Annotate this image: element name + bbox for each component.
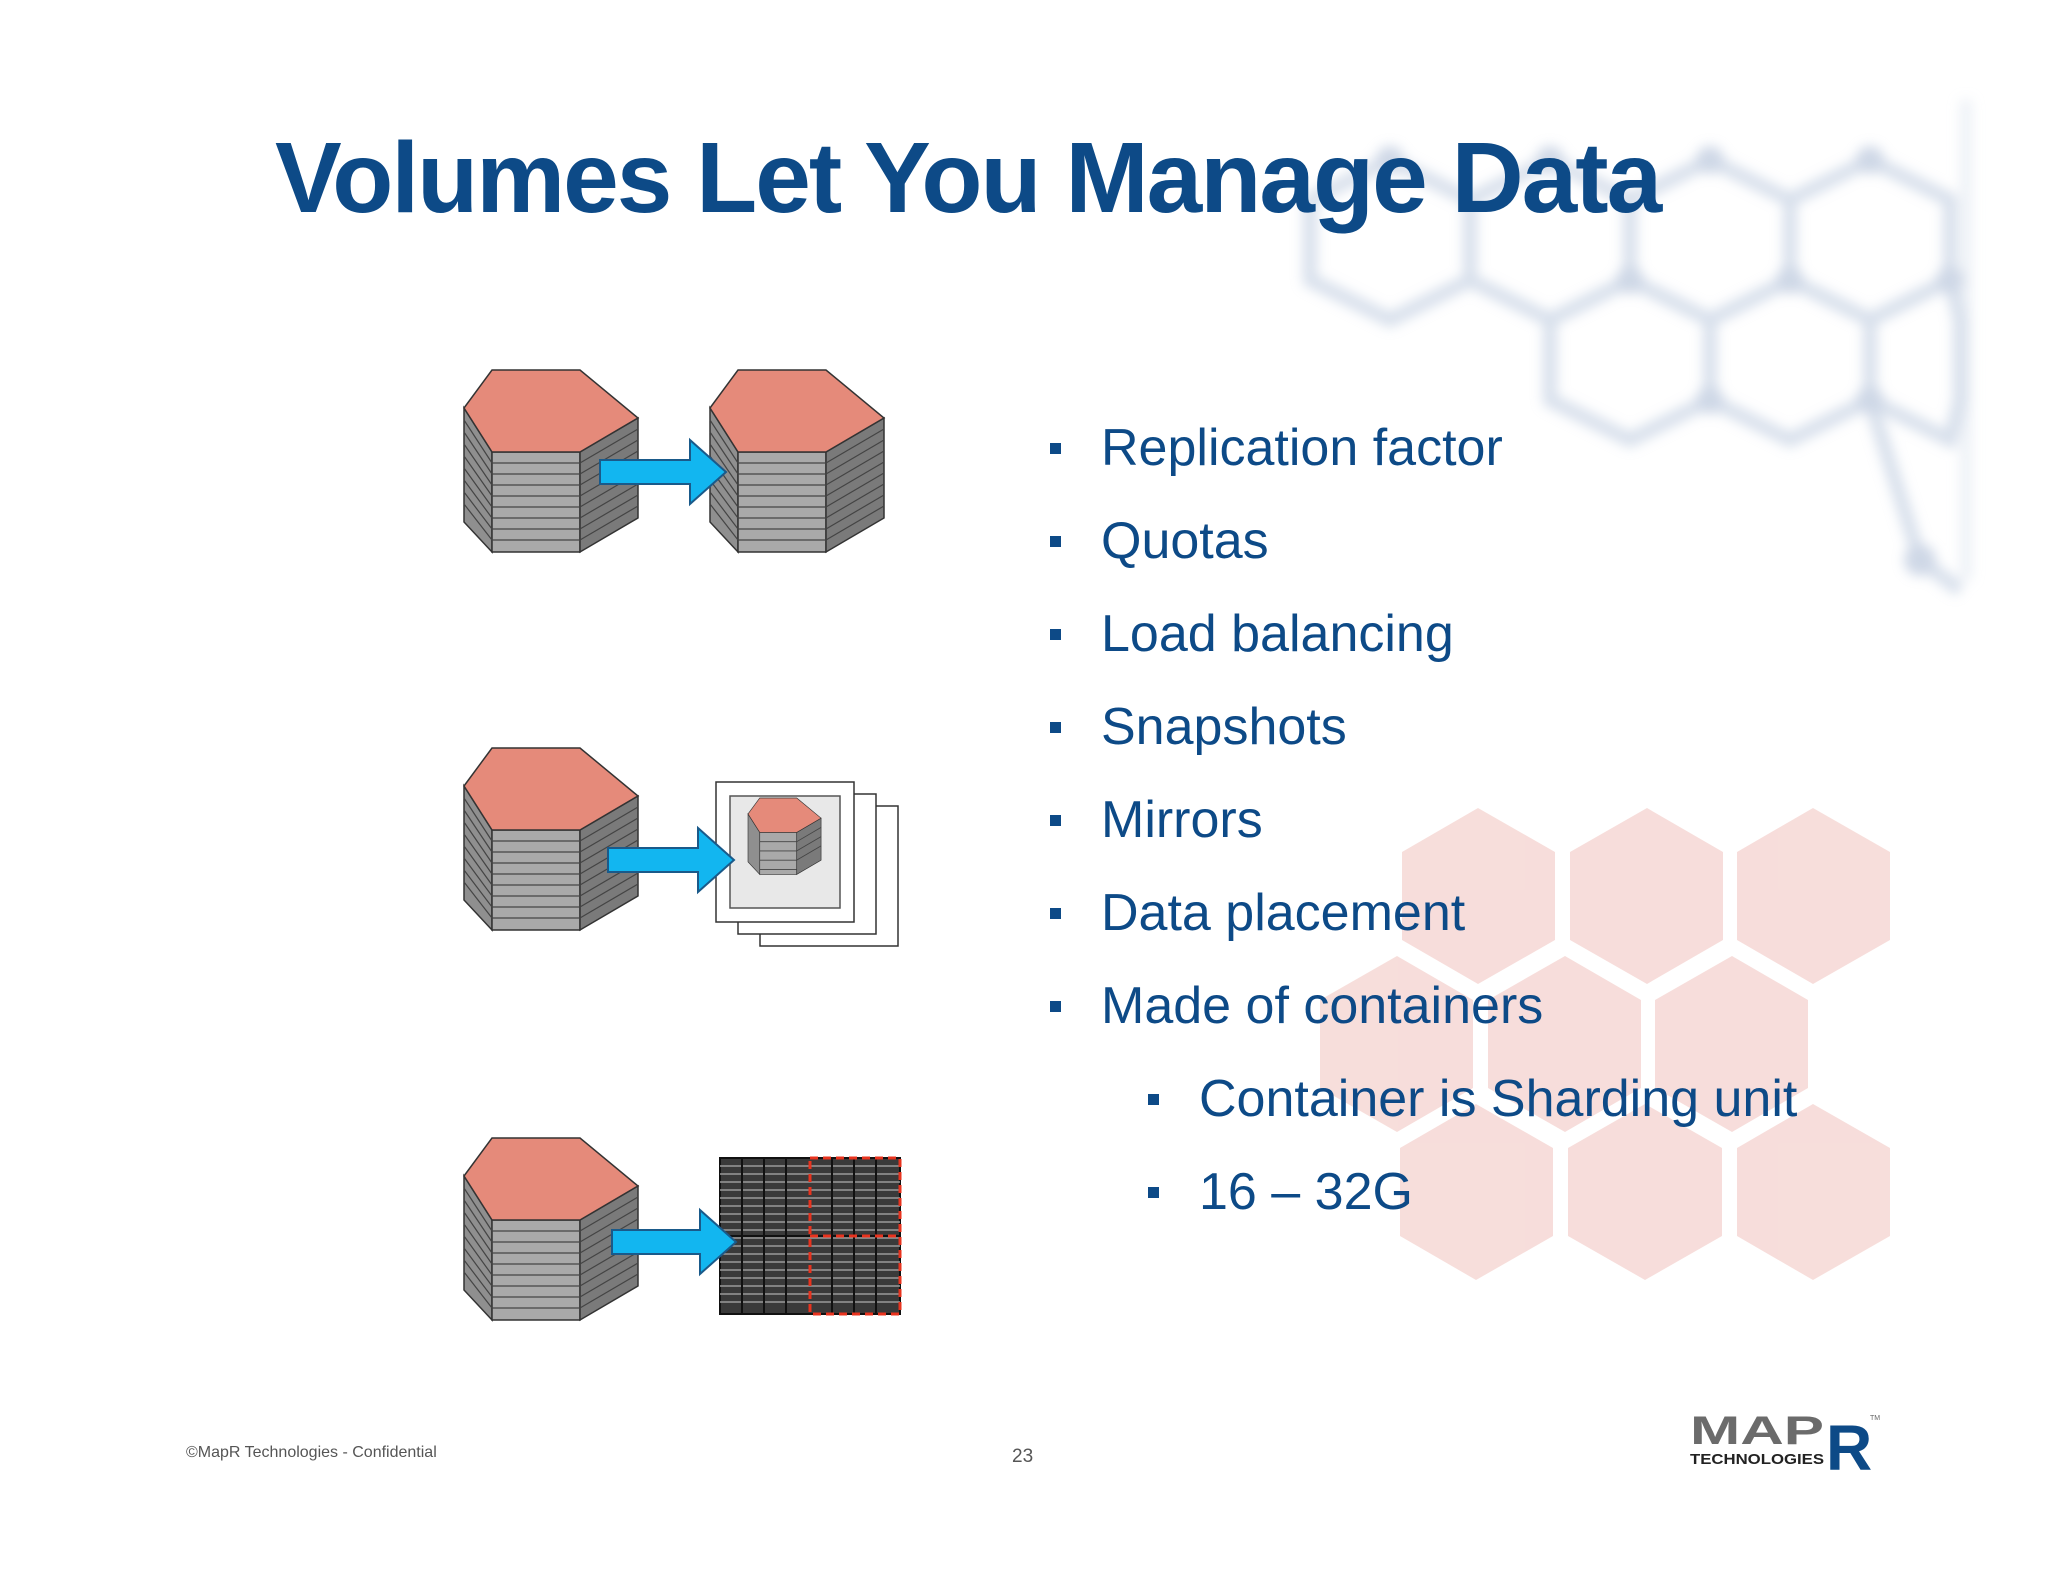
bullet-text: Load balancing bbox=[1101, 605, 1454, 663]
bullet-text: Snapshots bbox=[1101, 698, 1347, 756]
bullet-text: Made of containers bbox=[1101, 977, 1544, 1035]
mapr-logo: MAP R TECHNOLOGIES TM bbox=[1690, 1410, 1880, 1470]
bullet-marker bbox=[1050, 442, 1061, 454]
bullet-text: Mirrors bbox=[1101, 791, 1263, 849]
bullet-item: Quotas bbox=[1050, 511, 1269, 571]
bullet-text: Container is Sharding unit bbox=[1199, 1070, 1798, 1128]
sub-bullet-item: Container is Sharding unit bbox=[1148, 1069, 1797, 1129]
logo-brand-r: R bbox=[1826, 1412, 1872, 1470]
bullet-marker bbox=[1050, 907, 1061, 919]
logo-tm: TM bbox=[1870, 1415, 1880, 1422]
bullet-marker bbox=[1148, 1093, 1159, 1105]
replication-illustration bbox=[463, 369, 886, 554]
sub-bullet-item: 16 – 32G bbox=[1148, 1162, 1413, 1222]
hexagon-decoration bbox=[1320, 808, 1890, 1280]
snapshot-stack-icon bbox=[715, 781, 899, 947]
bullet-text: Replication factor bbox=[1101, 419, 1503, 477]
bullet-text: Quotas bbox=[1101, 512, 1269, 570]
snapshot-illustration bbox=[463, 747, 899, 947]
bullet-marker bbox=[1050, 721, 1061, 733]
arrow-right-icon bbox=[611, 1207, 738, 1277]
logo-sub: TECHNOLOGIES bbox=[1690, 1451, 1824, 1468]
footer-copyright: ©MapR Technologies - Confidential bbox=[186, 1444, 437, 1461]
bullet-item: Load balancing bbox=[1050, 604, 1454, 664]
bullet-text: 16 – 32G bbox=[1199, 1163, 1413, 1221]
volume-cylinder-icon bbox=[709, 369, 886, 554]
bullet-marker bbox=[1050, 628, 1061, 640]
bullet-text: Data placement bbox=[1101, 884, 1466, 942]
volume-cylinder-icon bbox=[463, 1137, 640, 1322]
bullet-item: Replication factor bbox=[1050, 418, 1503, 478]
container-illustration bbox=[463, 1137, 902, 1322]
bullet-marker bbox=[1050, 814, 1061, 826]
molecule-decoration bbox=[1303, 100, 1972, 596]
bullet-item: Mirrors bbox=[1050, 790, 1263, 850]
bullet-marker bbox=[1050, 535, 1061, 547]
slide-title: Volumes Let You Manage Data bbox=[275, 122, 1662, 234]
bullet-marker bbox=[1050, 1000, 1061, 1012]
arrow-right-icon bbox=[607, 825, 736, 895]
bullet-marker bbox=[1148, 1186, 1159, 1198]
bullet-item: Snapshots bbox=[1050, 697, 1347, 757]
container-grid-icon bbox=[719, 1156, 902, 1316]
logo-brand: MAP bbox=[1690, 1410, 1824, 1453]
page-number: 23 bbox=[1012, 1446, 1034, 1467]
bullet-item: Made of containers bbox=[1050, 976, 1543, 1036]
arrow-right-icon bbox=[599, 437, 728, 507]
bullet-item: Data placement bbox=[1050, 883, 1465, 943]
